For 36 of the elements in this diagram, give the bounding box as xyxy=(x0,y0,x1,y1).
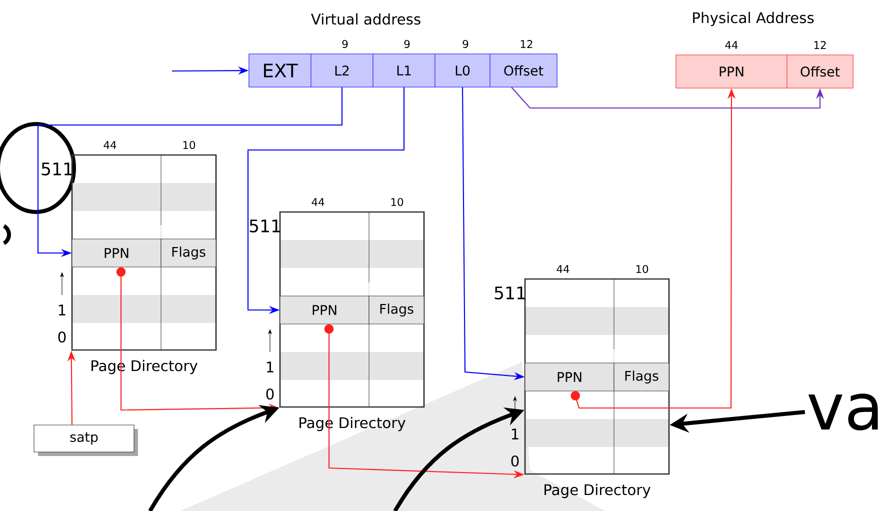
node-label: 10 xyxy=(636,264,648,274)
table-entry-cell: Flags xyxy=(160,238,216,268)
address-field: Offset 12 xyxy=(490,40,558,88)
node-label: 44 xyxy=(556,265,570,273)
node-label: 12 xyxy=(520,40,532,48)
register-box: satp xyxy=(34,424,138,456)
node-label: 9 xyxy=(342,40,348,48)
table-entry-cell: PPN xyxy=(72,238,162,268)
node-label: Page Directory xyxy=(544,484,650,498)
node-label: 10 xyxy=(183,140,196,150)
node-label: 9 xyxy=(462,40,468,48)
table-entry-cell: Flags xyxy=(368,296,424,324)
node-label: 1 xyxy=(266,362,274,372)
node-label: Physical Address xyxy=(693,12,814,26)
table-entry-cell: PPN xyxy=(280,296,370,324)
table-entry-cell: Flags xyxy=(614,362,670,392)
address-field: L2 9 xyxy=(310,40,374,88)
address-field: Offset 12 xyxy=(786,41,854,88)
address-field: L0 9 xyxy=(434,40,490,88)
node-label: Virtual address xyxy=(311,13,420,25)
handwritten-label: va xyxy=(808,394,878,430)
address-field: EXT xyxy=(248,54,312,88)
node-label: 44 xyxy=(725,41,738,49)
node-label: 12 xyxy=(814,41,826,49)
node-label: 0 xyxy=(266,388,274,400)
node-label: 0 xyxy=(58,331,66,343)
node-label: 9 xyxy=(404,40,410,48)
table-entry-cell: PPN xyxy=(524,362,614,392)
node-label: 1 xyxy=(58,304,66,316)
address-field: L1 9 xyxy=(372,40,436,88)
node-label: 44 xyxy=(312,198,324,206)
node-label: 0 xyxy=(511,455,519,467)
node-label: 1 xyxy=(512,428,518,440)
node-label: 44 xyxy=(104,141,116,149)
node-label: 10 xyxy=(391,198,404,206)
address-field: PPN 44 xyxy=(676,41,788,88)
